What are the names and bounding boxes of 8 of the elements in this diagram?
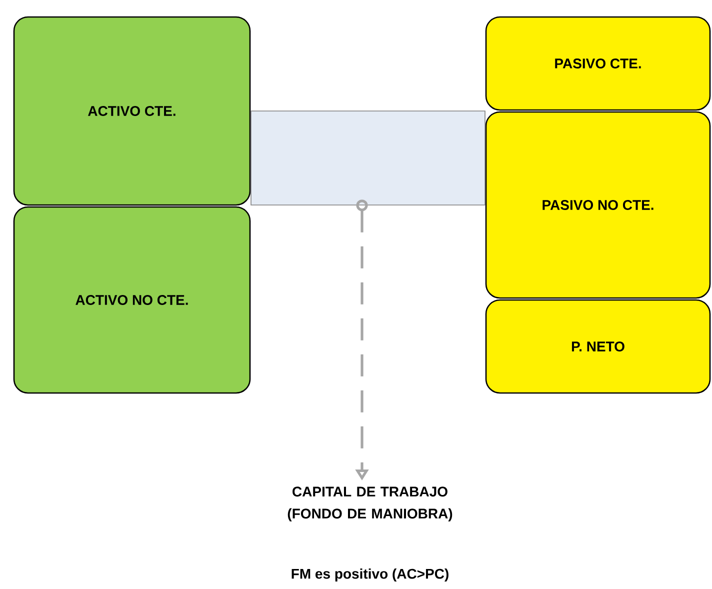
- asset-box: ACTIVO NO CTE.: [13, 206, 251, 394]
- asset-box: ACTIVO CTE.: [13, 16, 251, 206]
- liability-box: PASIVO CTE.: [485, 16, 711, 111]
- liability-box: P. NETO: [485, 299, 711, 394]
- caption-text: CAPITAL DE TRABAJO (FONDO DE MANIOBRA): [288, 486, 452, 522]
- working-capital-box: [250, 110, 486, 206]
- liability-box: PASIVO NO CTE.: [485, 111, 711, 299]
- note-text: FM es positivo (AC>PC): [292, 568, 448, 582]
